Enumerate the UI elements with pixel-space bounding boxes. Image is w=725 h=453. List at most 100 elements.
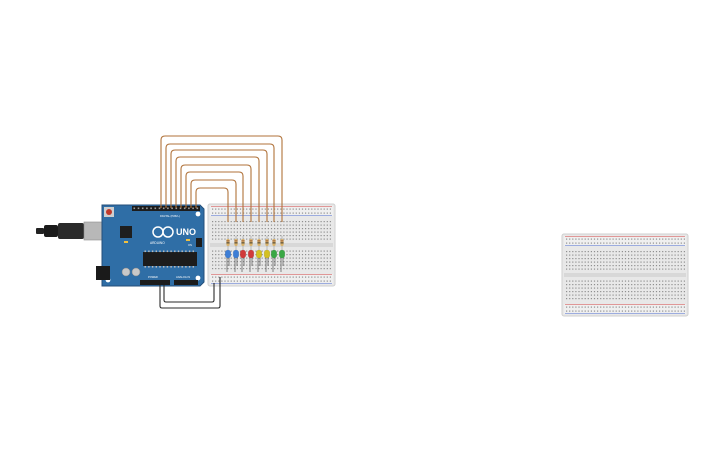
breadboard-hole[interactable] bbox=[311, 221, 313, 223]
breadboard-hole[interactable] bbox=[584, 265, 586, 267]
breadboard-hole[interactable] bbox=[215, 268, 217, 270]
breadboard-hole[interactable] bbox=[668, 265, 670, 267]
digital-pin[interactable] bbox=[141, 207, 144, 210]
breadboard-hole[interactable] bbox=[655, 284, 658, 286]
breadboard-hole[interactable] bbox=[671, 310, 673, 312]
breadboard-hole[interactable] bbox=[634, 261, 636, 263]
breadboard-hole[interactable] bbox=[662, 294, 664, 296]
breadboard-hole[interactable] bbox=[590, 258, 592, 260]
breadboard-hole[interactable] bbox=[329, 264, 331, 266]
breadboard-hole[interactable] bbox=[597, 238, 599, 240]
breadboard-hole[interactable] bbox=[671, 284, 673, 286]
breadboard-hole[interactable] bbox=[230, 254, 232, 256]
breadboard-hole[interactable] bbox=[239, 228, 242, 230]
breadboard-hole[interactable] bbox=[655, 291, 658, 293]
breadboard-hole[interactable] bbox=[314, 231, 316, 233]
breadboard-hole[interactable] bbox=[311, 280, 313, 282]
breadboard-hole[interactable] bbox=[221, 212, 223, 214]
breadboard-hole[interactable] bbox=[311, 212, 313, 214]
breadboard-hole[interactable] bbox=[239, 224, 242, 226]
breadboard-hole[interactable] bbox=[298, 250, 300, 252]
led[interactable] bbox=[247, 249, 254, 259]
breadboard-hole[interactable] bbox=[255, 221, 257, 223]
breadboard-hole[interactable] bbox=[624, 306, 627, 308]
breadboard-hole[interactable] bbox=[652, 294, 654, 296]
breadboard-hole[interactable] bbox=[615, 291, 617, 293]
breadboard-hole[interactable] bbox=[230, 221, 232, 223]
breadboard-hole[interactable] bbox=[305, 268, 307, 270]
breadboard-hole[interactable] bbox=[261, 231, 263, 233]
breadboard-hole[interactable] bbox=[671, 294, 673, 296]
breadboard-hole[interactable] bbox=[671, 261, 673, 263]
breadboard-hole[interactable] bbox=[646, 242, 648, 244]
breadboard-hole[interactable] bbox=[326, 224, 328, 226]
breadboard-hole[interactable] bbox=[233, 264, 235, 266]
breadboard-hole[interactable] bbox=[590, 261, 592, 263]
breadboard-hole[interactable] bbox=[298, 257, 300, 259]
breadboard-hole[interactable] bbox=[305, 254, 307, 256]
breadboard-hole[interactable] bbox=[301, 228, 304, 230]
breadboard-hole[interactable] bbox=[283, 261, 285, 263]
breadboard-hole[interactable] bbox=[218, 254, 220, 256]
breadboard-hole[interactable] bbox=[295, 250, 297, 252]
breadboard-hole[interactable] bbox=[609, 242, 611, 244]
breadboard-hole[interactable] bbox=[295, 228, 297, 230]
breadboard-hole[interactable] bbox=[655, 298, 658, 300]
breadboard-hole[interactable] bbox=[308, 264, 310, 266]
breadboard-hole[interactable] bbox=[581, 258, 583, 260]
breadboard-hole[interactable] bbox=[298, 228, 300, 230]
breadboard-hole[interactable] bbox=[274, 264, 276, 266]
breadboard-hole[interactable] bbox=[628, 294, 630, 296]
breadboard-hole[interactable] bbox=[584, 268, 586, 270]
breadboard-hole[interactable] bbox=[246, 208, 248, 210]
breadboard-hole[interactable] bbox=[301, 250, 304, 252]
breadboard-hole[interactable] bbox=[600, 238, 602, 240]
breadboard-hole[interactable] bbox=[267, 212, 269, 214]
breadboard-hole[interactable] bbox=[320, 235, 322, 237]
breadboard-hole[interactable] bbox=[683, 294, 685, 296]
breadboard-hole[interactable] bbox=[628, 287, 630, 289]
breadboard-hole[interactable] bbox=[665, 238, 667, 240]
breadboard-hole[interactable] bbox=[233, 276, 235, 278]
breadboard-hole[interactable] bbox=[317, 224, 319, 226]
breadboard-hole[interactable] bbox=[612, 294, 614, 296]
breadboard-hole[interactable] bbox=[283, 276, 285, 278]
breadboard-hole[interactable] bbox=[634, 258, 636, 260]
breadboard-hole[interactable] bbox=[618, 251, 620, 253]
breadboard-hole[interactable] bbox=[609, 268, 611, 270]
breadboard-hole[interactable] bbox=[280, 235, 282, 237]
digital-pin[interactable] bbox=[183, 207, 186, 210]
breadboard-hole[interactable] bbox=[683, 287, 685, 289]
usb-plug[interactable] bbox=[58, 223, 84, 239]
breadboard-hole[interactable] bbox=[261, 208, 263, 210]
breadboard-hole[interactable] bbox=[221, 208, 223, 210]
breadboard-hole[interactable] bbox=[584, 284, 586, 286]
breadboard-hole[interactable] bbox=[584, 258, 586, 260]
breadboard-hole[interactable] bbox=[289, 257, 291, 259]
breadboard-hole[interactable] bbox=[643, 238, 645, 240]
breadboard-hole[interactable] bbox=[233, 231, 235, 233]
breadboard-hole[interactable] bbox=[298, 238, 300, 240]
breadboard-hole[interactable] bbox=[258, 276, 260, 278]
breadboard-hole[interactable] bbox=[212, 261, 214, 263]
breadboard-hole[interactable] bbox=[578, 254, 580, 256]
breadboard-hole[interactable] bbox=[578, 280, 580, 282]
breadboard-hole[interactable] bbox=[671, 268, 673, 270]
breadboard-hole[interactable] bbox=[593, 291, 596, 293]
breadboard-hole[interactable] bbox=[301, 254, 304, 256]
breadboard-hole[interactable] bbox=[649, 287, 651, 289]
breadboard-hole[interactable] bbox=[227, 231, 229, 233]
breadboard-hole[interactable] bbox=[221, 224, 223, 226]
breadboard-hole[interactable] bbox=[218, 250, 220, 252]
breadboard-hole[interactable] bbox=[624, 254, 627, 256]
breadboard-hole[interactable] bbox=[612, 280, 614, 282]
breadboard-hole[interactable] bbox=[239, 208, 242, 210]
breadboard-hole[interactable] bbox=[662, 242, 664, 244]
breadboard-hole[interactable] bbox=[221, 276, 223, 278]
breadboard-hole[interactable] bbox=[587, 280, 589, 282]
breadboard-hole[interactable] bbox=[255, 212, 257, 214]
breadboard-hole[interactable] bbox=[578, 306, 580, 308]
led-array[interactable] bbox=[224, 236, 286, 272]
breadboard-hole[interactable] bbox=[590, 310, 592, 312]
breadboard-hole[interactable] bbox=[221, 280, 223, 282]
